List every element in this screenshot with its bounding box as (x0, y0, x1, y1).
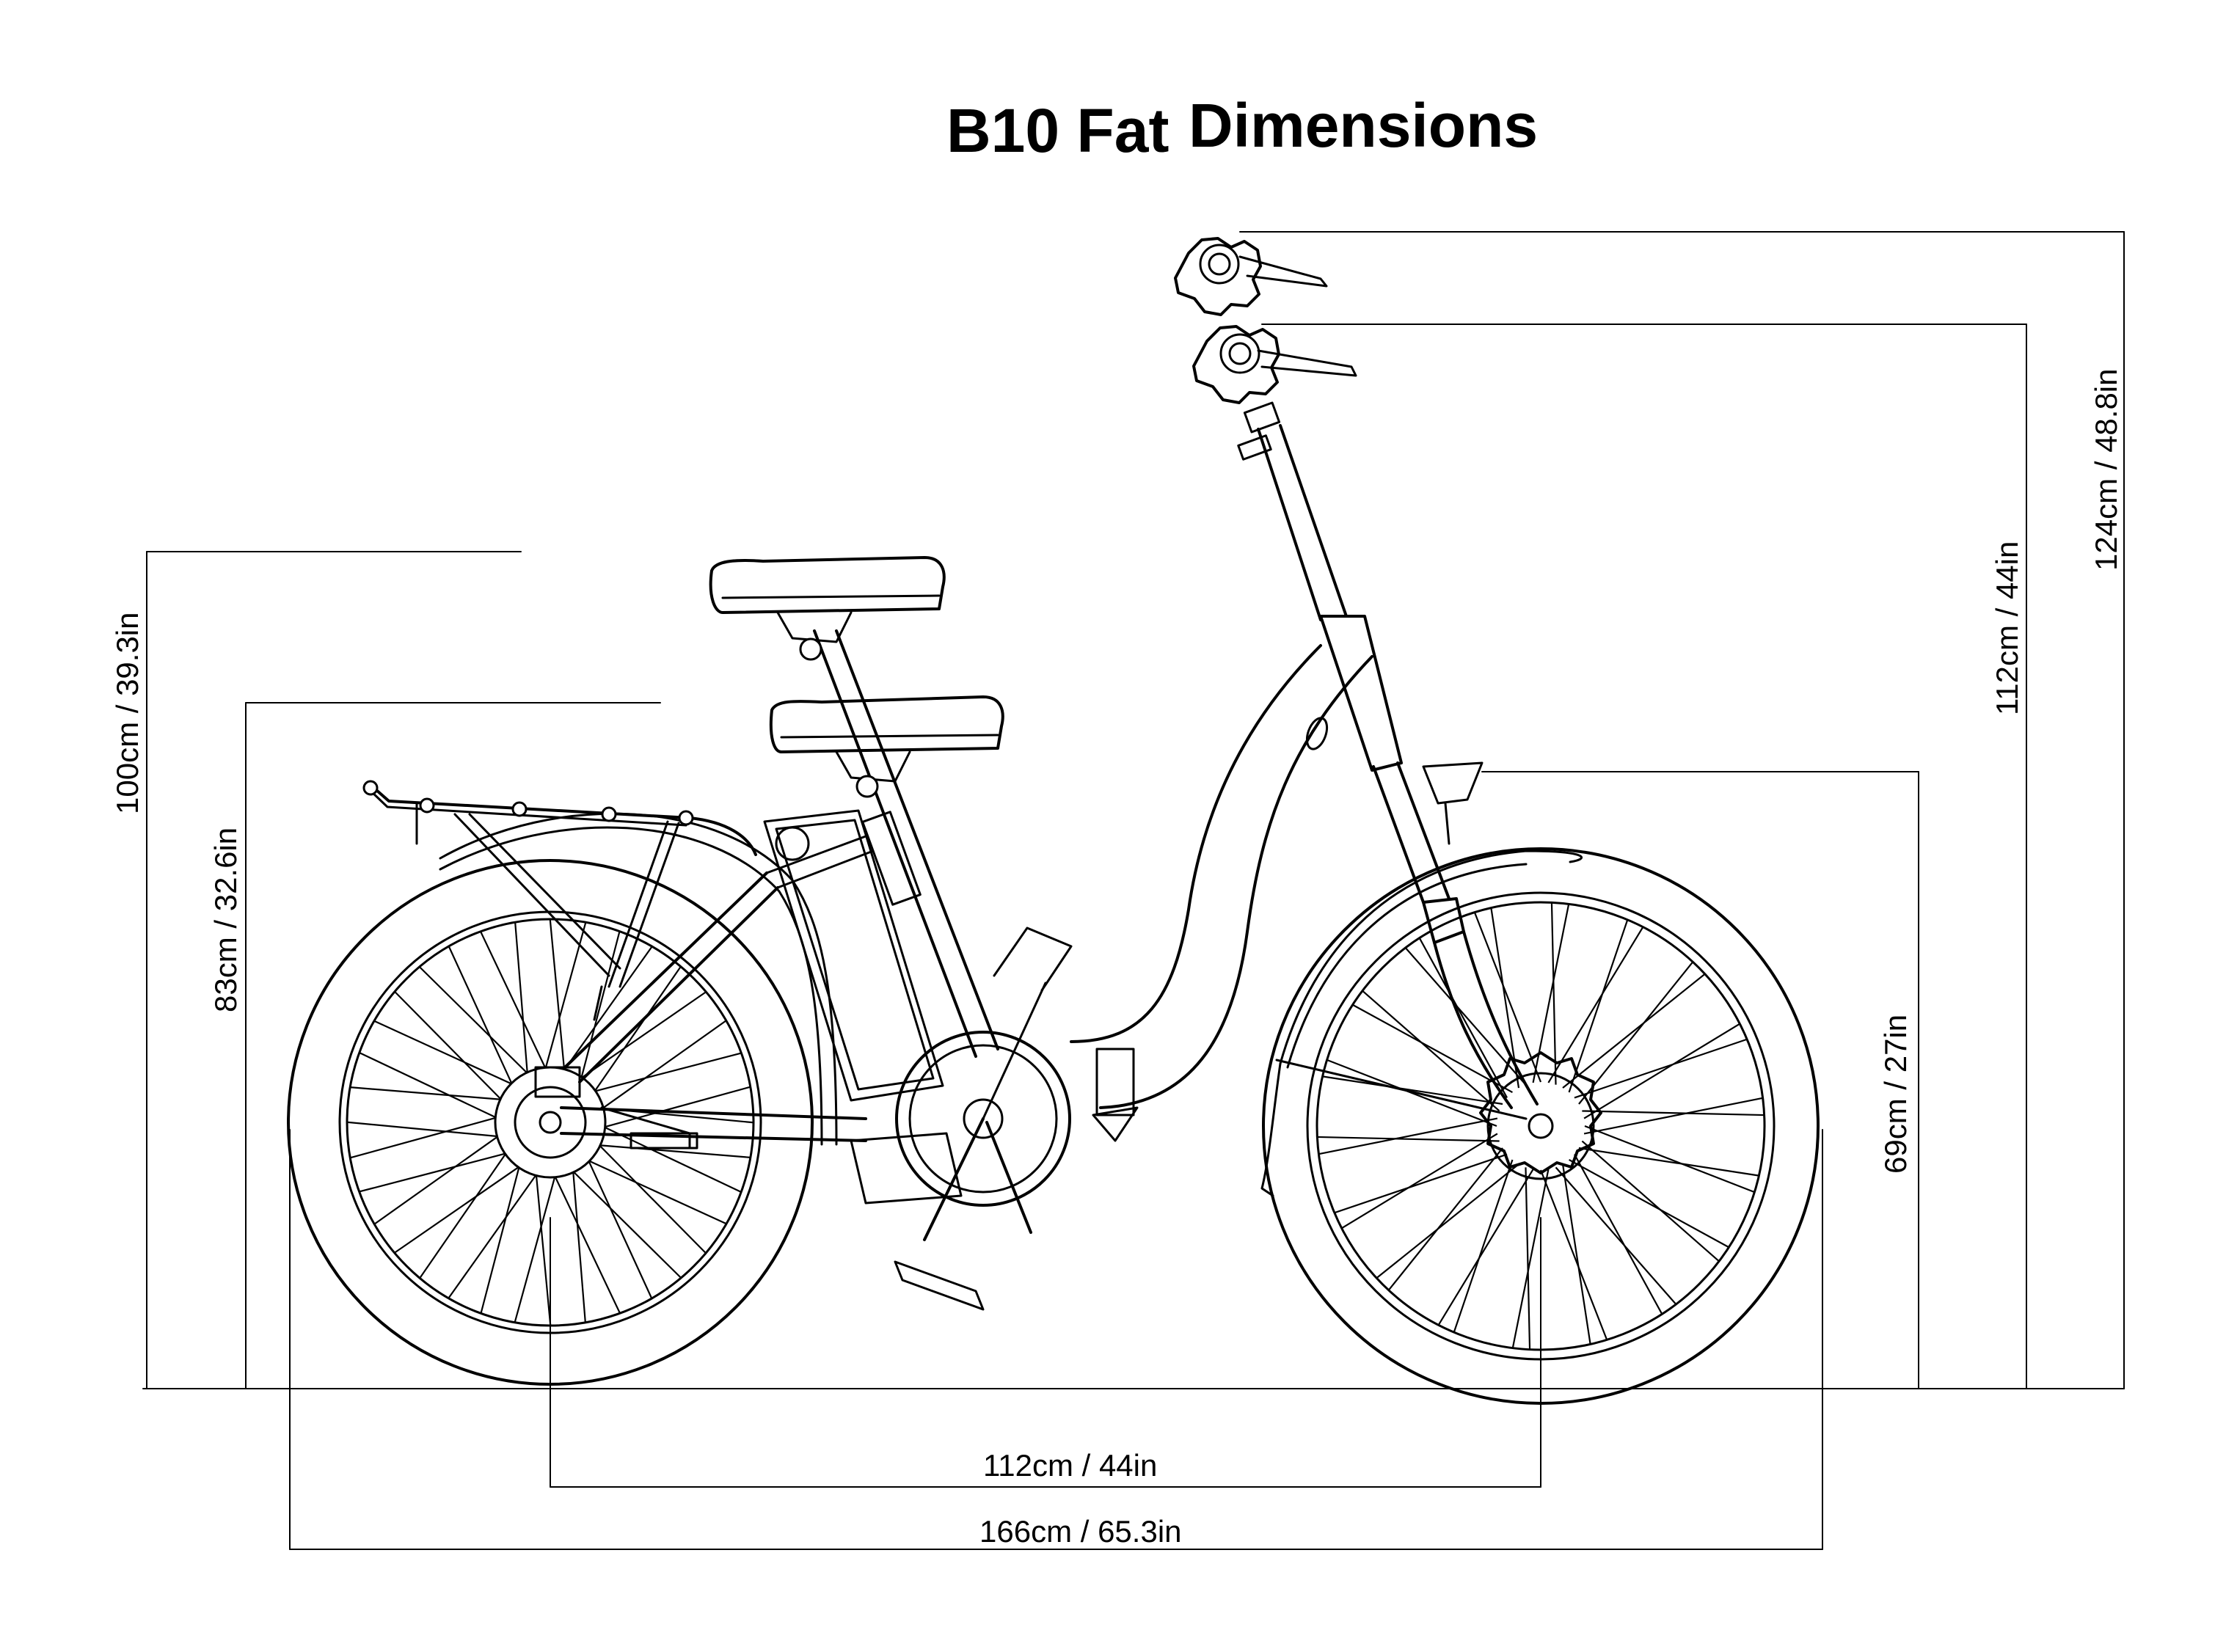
wheel-spoke (1437, 1169, 1534, 1326)
wheel-spoke (448, 946, 518, 1094)
wheel-spoke (480, 1155, 523, 1314)
wheel-spoke (1581, 1140, 1720, 1262)
wheel-spoke (1473, 912, 1542, 1083)
wheel-spoke (1573, 1154, 1663, 1315)
front-wheel (1262, 847, 1820, 1405)
crankset (850, 926, 1073, 1311)
wheel-spoke (1539, 1169, 1608, 1340)
title-word: Dimensions (1189, 91, 1538, 160)
wheel-spoke (1418, 938, 1508, 1098)
wheel-spoke (1568, 919, 1629, 1093)
handlebar-stem (1237, 401, 1348, 621)
wheel-spoke (394, 1160, 529, 1254)
rear-rack (362, 780, 757, 1021)
wheel-spoke (1547, 926, 1644, 1083)
wheel-spoke (591, 1136, 707, 1254)
wheel-spoke (419, 1144, 513, 1279)
wheel-spoke (1317, 1136, 1500, 1142)
wheel-spoke (1578, 961, 1694, 1105)
wheel-spoke (534, 1163, 552, 1326)
wheel-height-label: 69cm / 27in (1878, 1015, 1913, 1174)
wheel-spoke (373, 1020, 522, 1090)
wheel-spoke (418, 966, 536, 1082)
overall-length-label: 166cm / 65.3in (979, 1514, 1182, 1549)
wheel-spoke (480, 931, 551, 1079)
wheel-spoke (394, 990, 510, 1108)
handlebar-height-max-label: 124cm / 48.8in (2089, 368, 2123, 571)
wheel-spoke (1334, 1153, 1508, 1214)
front-fork (1372, 761, 1539, 1109)
wheel-spoke (1569, 1158, 1729, 1249)
seat-height-max-label: 100cm / 39.3in (110, 612, 145, 814)
wheel-spoke (514, 922, 530, 1085)
wheel-spoke (557, 946, 653, 1080)
title-model: B10 Fat (946, 96, 1169, 165)
wheel-spoke (514, 1165, 559, 1323)
wheel-spoke (1555, 1166, 1677, 1305)
frame (560, 615, 1403, 1142)
wheel-spoke (359, 1150, 517, 1193)
wheel-spoke (1352, 1004, 1513, 1094)
rear-wheel (287, 859, 814, 1386)
wheel-spoke (1322, 1075, 1503, 1105)
wheel-spoke (1532, 904, 1570, 1083)
wheel-spoke (1490, 907, 1520, 1089)
wheel-spoke (583, 1150, 653, 1299)
handlebar-height-min-label: 112cm / 44in (1990, 541, 2024, 715)
wheel-spoke (1574, 1038, 1748, 1099)
wheel-spoke (1376, 1163, 1519, 1279)
seat-height-min-label: 83cm / 32.6in (208, 827, 243, 1012)
wheel-spoke (549, 918, 566, 1081)
wheel-spoke (583, 1052, 742, 1095)
wheel-spoke (1578, 1147, 1759, 1177)
wheel-spoke (588, 966, 682, 1101)
wheelbase-label: 112cm / 44in (983, 1448, 1157, 1483)
wheel-spoke (1318, 1117, 1498, 1155)
dimension-lines (142, 231, 2125, 1550)
wheel-spoke (349, 1114, 508, 1159)
wheel-spoke (350, 1086, 513, 1102)
wheel-spoke (550, 1166, 621, 1314)
handlebar-grips (1174, 237, 1357, 404)
wheel-spoke (1453, 1159, 1514, 1333)
wheel-spoke (588, 1143, 751, 1158)
wheel-spoke (1341, 1133, 1498, 1229)
wheel-spoke (1525, 1167, 1531, 1350)
wheel-spoke (1583, 1023, 1740, 1119)
wheel-spoke (541, 921, 587, 1080)
wheel-spoke (359, 1052, 507, 1123)
wheel-spoke (1584, 1125, 1755, 1194)
wheel-spoke (578, 1155, 727, 1225)
wheel-spoke (1562, 973, 1706, 1089)
wheel-spoke (448, 1165, 544, 1299)
wheel-spoke (1583, 1097, 1763, 1135)
wheel-spoke (1362, 990, 1500, 1112)
wheel-spoke (571, 1160, 586, 1323)
wheel-spoke (1561, 1163, 1591, 1345)
wheel-spoke (1404, 947, 1527, 1086)
wheel-spoke (1582, 1110, 1765, 1116)
wheel-spoke (1550, 902, 1557, 1085)
wheel-spoke (577, 931, 621, 1089)
wheel-spoke (346, 1121, 509, 1139)
wheel-spoke (373, 1129, 508, 1225)
bicycle-drawing (287, 237, 1820, 1405)
wheel-spoke (593, 1020, 727, 1116)
saddles (709, 556, 1004, 798)
wheel-spoke (593, 1086, 751, 1131)
wheel-spoke (1387, 1147, 1503, 1291)
wheel-spoke (564, 1163, 682, 1279)
wheel-spoke (1511, 1169, 1550, 1348)
wheel-spoke (1327, 1059, 1497, 1127)
rear-hub (534, 1066, 698, 1150)
battery-pack (763, 809, 944, 1102)
